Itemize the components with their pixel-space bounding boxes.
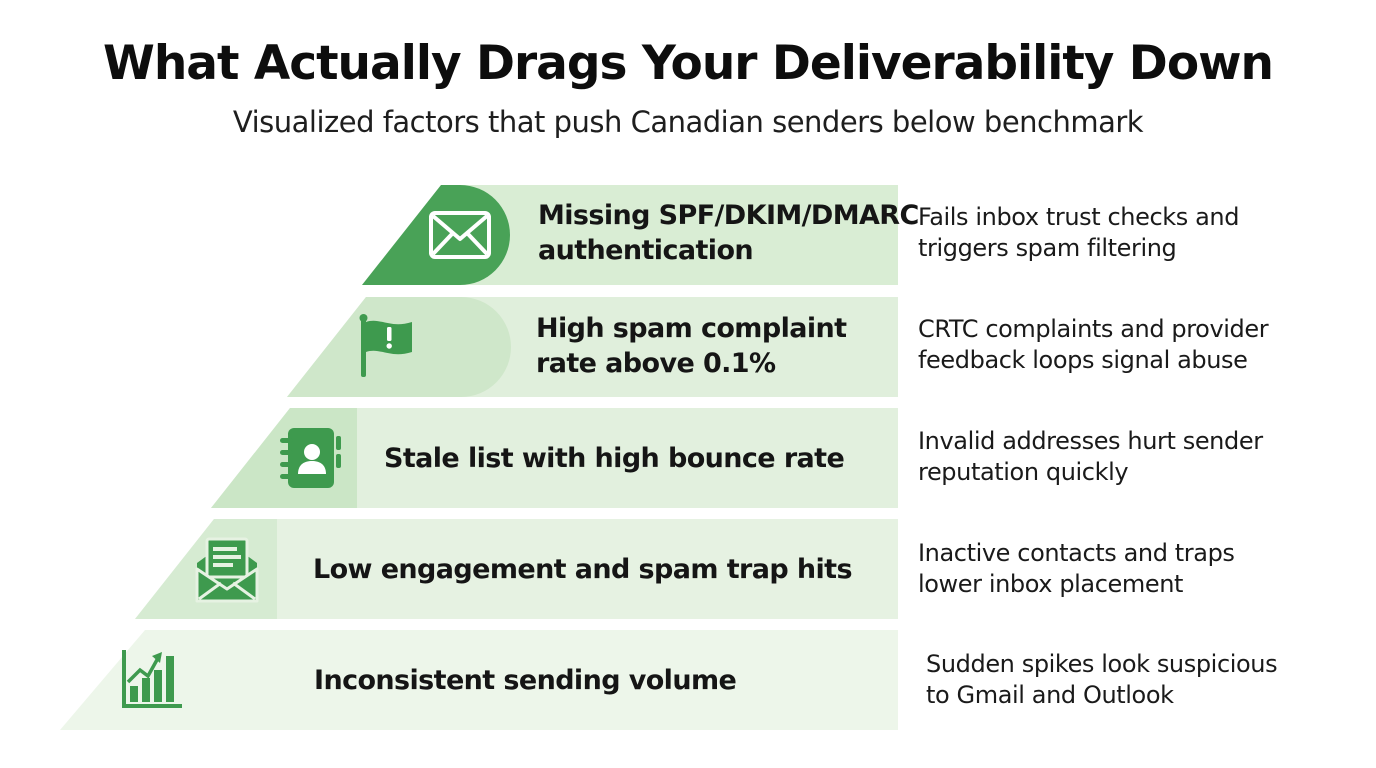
row-1-description: Fails inbox trust checks and triggers sp…	[918, 203, 1240, 262]
diagram-subtitle: Visualized factors that push Canadian se…	[232, 105, 1144, 139]
band-row-4	[135, 519, 898, 619]
row-4-label: Low engagement and spam trap hits	[313, 553, 853, 585]
bar-chart-trend-icon	[122, 650, 182, 708]
row-5-description: Sudden spikes look suspicious to Gmail a…	[926, 650, 1278, 709]
badge-row-1	[362, 185, 510, 285]
open-envelope-letter-icon	[195, 537, 259, 603]
contact-book-icon	[280, 428, 341, 488]
row-1-label: Missing SPF/DKIM/DMARC authentication	[538, 200, 919, 266]
envelope-icon	[429, 211, 491, 259]
row-5-label: Inconsistent sending volume	[314, 664, 737, 696]
row-2-description: CRTC complaints and provider feedback lo…	[918, 315, 1269, 374]
row-3-description: Invalid addresses hurt sender reputation…	[918, 427, 1263, 486]
row-3-label: Stale list with high bounce rate	[384, 442, 845, 474]
row-2-label: High spam complaint rate above 0.1%	[536, 313, 847, 379]
diagram-title: What Actually Drags Your Deliverability …	[103, 36, 1274, 91]
band-row-5	[60, 630, 898, 730]
band-row-3	[211, 408, 898, 508]
warning-flag-icon	[359, 314, 412, 377]
row-4-description: Inactive contacts and traps lower inbox …	[918, 539, 1235, 598]
